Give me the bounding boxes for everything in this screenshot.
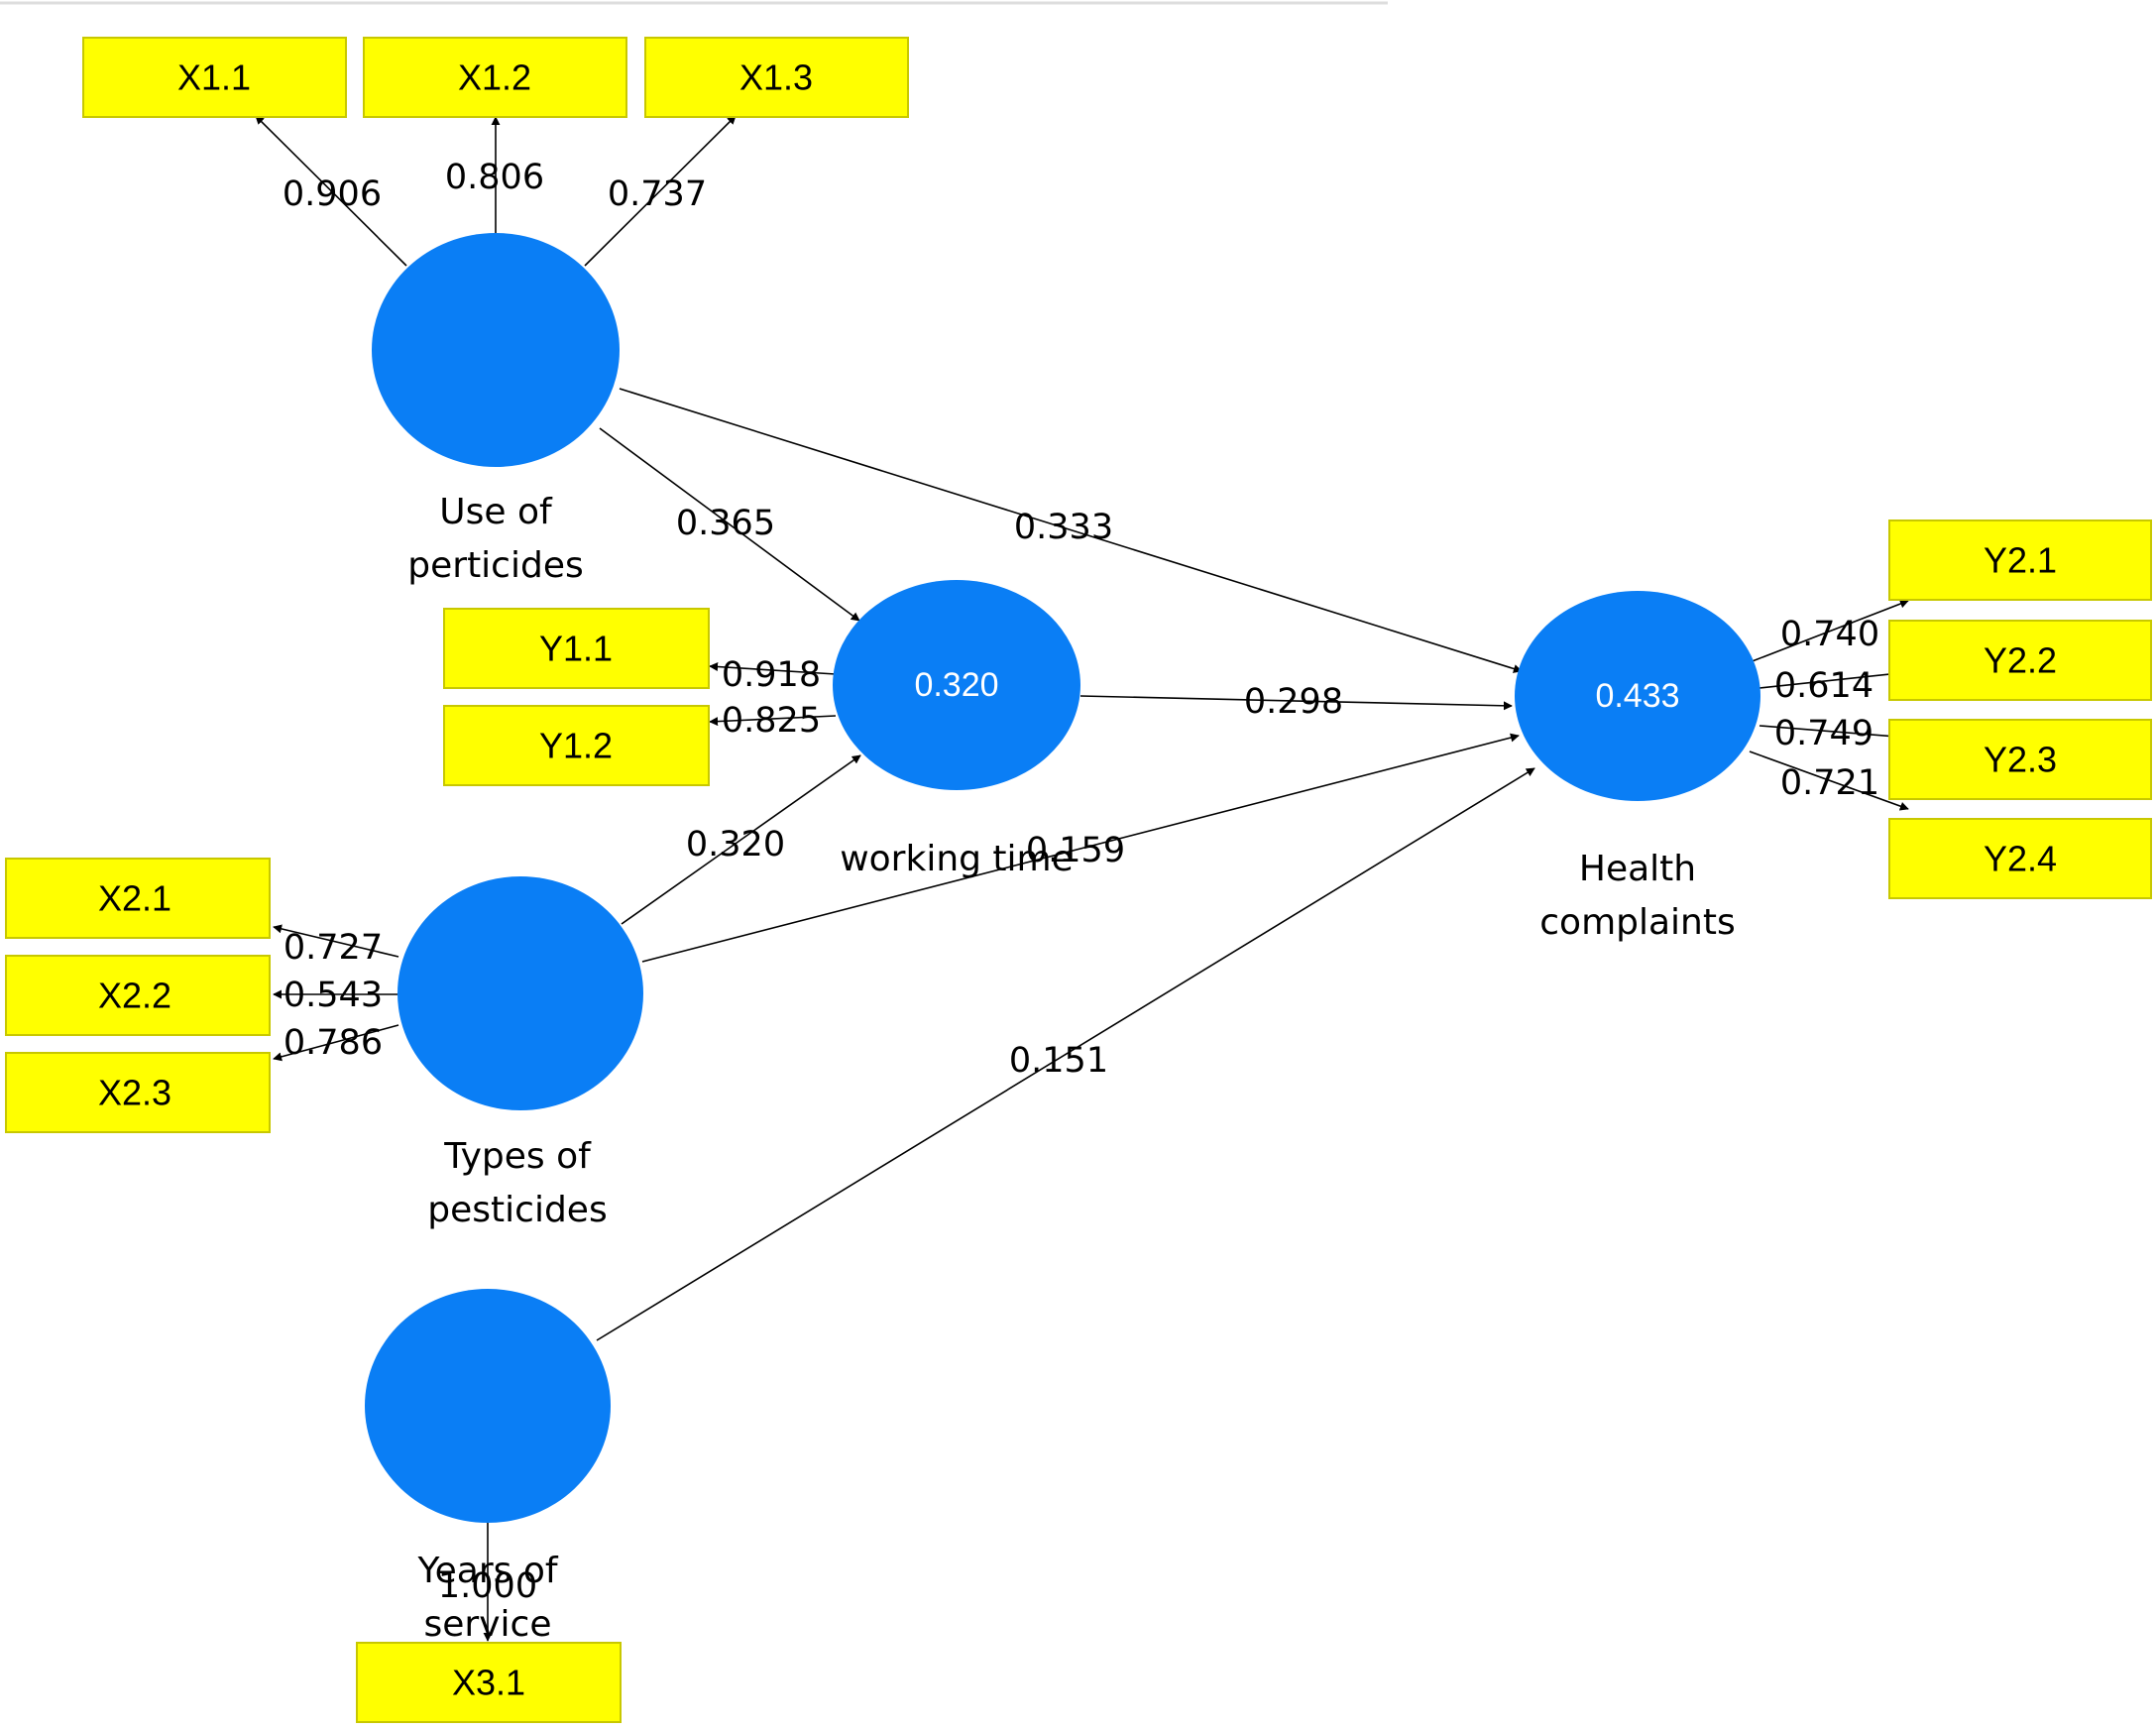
loading-x2-2: 0.543 [284, 976, 383, 1015]
path-coef-types-to-working: 0.320 [686, 825, 785, 865]
construct-health-complaints[interactable]: 0.433 [1515, 591, 1760, 801]
indicator-x2-3-label: X2.3 [98, 1073, 171, 1113]
construct-types-of-pesticides-name-line-1: Types of [443, 1136, 592, 1177]
loading-y2-3: 0.749 [1774, 714, 1873, 753]
path-coef-working-to-health: 0.298 [1244, 682, 1343, 722]
construct-types-of-pesticides-name-line-2: pesticides [427, 1190, 607, 1230]
loading-x2-1: 0.727 [284, 928, 383, 968]
construct-use-of-pesticides-name-line-2: perticides [407, 545, 583, 586]
indicator-y2-3-label: Y2.3 [1984, 740, 2057, 780]
indicator-y1-1-label: Y1.1 [539, 629, 613, 669]
indicator-x2-2[interactable]: X2.2 [5, 955, 271, 1036]
construct-use-of-pesticides-name-line-1: Use of [439, 492, 553, 532]
indicator-y1-2-label: Y1.2 [539, 726, 613, 766]
construct-years-of-service-name-line-1: Years of [416, 1551, 558, 1591]
path-years-to-health[interactable] [596, 767, 1535, 1341]
construct-types-of-pesticides[interactable] [397, 876, 643, 1110]
construct-working-time[interactable]: 0.320 [833, 580, 1080, 790]
construct-health-complaints-r2: 0.433 [1595, 677, 1679, 715]
indicator-y2-1[interactable]: Y2.1 [1888, 519, 2152, 601]
loading-arrow-x2-3 [273, 1024, 399, 1062]
path-working-to-health[interactable] [1079, 695, 1513, 711]
indicator-x1-1[interactable]: X1.1 [82, 37, 347, 118]
indicator-y2-2[interactable]: Y2.2 [1888, 620, 2152, 701]
indicator-x3-1-label: X3.1 [452, 1663, 525, 1703]
loading-arrow-y2-4 [1749, 750, 1909, 811]
construct-health-complaints-name-line-1: Health [1579, 849, 1696, 889]
indicator-x1-2[interactable]: X1.2 [363, 37, 627, 118]
indicator-x1-1-label: X1.1 [177, 58, 251, 98]
path-coef-types-to-health: 0.159 [1026, 831, 1125, 870]
indicator-x2-1[interactable]: X2.1 [5, 858, 271, 939]
indicator-x2-2-label: X2.2 [98, 976, 171, 1016]
indicator-x3-1[interactable]: X3.1 [356, 1642, 622, 1723]
path-use-to-health[interactable] [619, 388, 1523, 673]
construct-working-time-name: working time [840, 839, 1074, 879]
loading-x1-1: 0.906 [283, 174, 382, 214]
construct-working-time-r2: 0.320 [914, 666, 998, 704]
loading-x1-3: 0.737 [608, 174, 707, 214]
loading-arrow-y1-1 [709, 662, 837, 675]
indicator-x2-3[interactable]: X2.3 [5, 1052, 271, 1133]
path-use-to-working[interactable] [599, 427, 860, 622]
path-coef-use-to-health: 0.333 [1014, 508, 1113, 547]
loading-y2-4: 0.721 [1780, 763, 1879, 803]
indicator-y2-2-label: Y2.2 [1984, 640, 2057, 681]
path-coef-years-to-health: 0.151 [1009, 1041, 1108, 1081]
loading-x2-3: 0.786 [284, 1023, 383, 1063]
construct-years-of-service-name-line-2: service [424, 1604, 552, 1645]
loading-y2-1: 0.740 [1780, 615, 1879, 654]
loading-arrow-x2-1 [273, 924, 399, 958]
indicator-x2-1-label: X2.1 [98, 878, 171, 919]
path-coef-use-to-working: 0.365 [676, 504, 775, 543]
loading-y1-1: 0.918 [722, 655, 821, 695]
indicator-y2-1-label: Y2.1 [1984, 540, 2057, 581]
indicator-x1-2-label: X1.2 [458, 58, 531, 98]
indicator-y1-2[interactable]: Y1.2 [443, 705, 710, 786]
loading-arrow-y2-3 [1759, 725, 1909, 742]
construct-years-of-service[interactable] [365, 1289, 611, 1523]
loading-arrow-y2-1 [1749, 599, 1909, 663]
loading-x1-2: 0.806 [445, 158, 544, 197]
loading-arrow-x1-1 [255, 115, 407, 267]
construct-health-complaints-name-line-2: complaints [1539, 902, 1736, 943]
indicator-x1-3-label: X1.3 [739, 58, 813, 98]
loading-arrow-y2-2 [1759, 668, 1909, 689]
indicator-y2-3[interactable]: Y2.3 [1888, 719, 2152, 800]
loading-y1-2: 0.825 [722, 701, 821, 741]
loading-arrow-x1-3 [584, 115, 737, 267]
loading-y2-2: 0.614 [1774, 666, 1873, 706]
indicator-y1-1[interactable]: Y1.1 [443, 608, 710, 689]
loading-arrow-y1-2 [709, 715, 837, 727]
path-types-to-health[interactable] [641, 733, 1520, 963]
construct-use-of-pesticides[interactable] [372, 233, 620, 467]
loading-x3-1: 1.000 [438, 1566, 537, 1606]
path-types-to-working[interactable] [621, 754, 861, 925]
indicator-y2-4[interactable]: Y2.4 [1888, 818, 2152, 899]
indicator-x1-3[interactable]: X1.3 [644, 37, 909, 118]
indicator-y2-4-label: Y2.4 [1984, 839, 2057, 879]
